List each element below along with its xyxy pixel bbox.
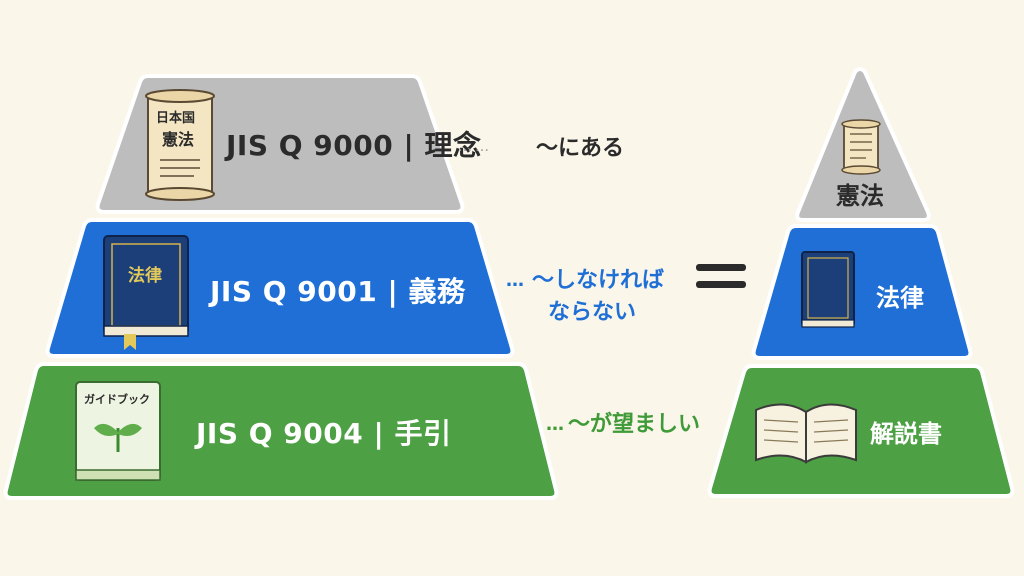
law-book-icon xyxy=(103,235,189,350)
middle-note-leader: … xyxy=(506,270,525,291)
top-note-leader: …… xyxy=(458,139,492,155)
right-middle-label: 法律 xyxy=(876,284,924,312)
scroll-icon xyxy=(841,119,881,175)
right-top-label: 憲法 xyxy=(836,182,884,210)
guidebook-icon xyxy=(75,381,161,481)
scroll-text-kenpo: 憲法 xyxy=(162,130,195,149)
guidebook-title: ガイドブック xyxy=(84,393,150,406)
bottom-note: 〜が望ましい xyxy=(568,412,701,437)
left-middle-label: JIS Q 9001 | 義務 xyxy=(210,275,466,308)
left-bottom-label: JIS Q 9004 | 手引 xyxy=(196,417,452,450)
book-icon xyxy=(801,251,855,328)
open-book-icon xyxy=(755,403,857,464)
constitution-scroll-icon xyxy=(145,89,215,201)
equals-sign-icon xyxy=(696,264,746,288)
scroll-text-nihonkoku: 日本国 xyxy=(156,111,196,126)
right-middle-layer xyxy=(751,224,973,360)
right-bottom-label: 解説書 xyxy=(870,420,942,448)
left-top-label: JIS Q 9000 | 理念 xyxy=(226,129,482,162)
top-note: 〜にある xyxy=(536,136,625,161)
middle-note-line1: 〜しなければ xyxy=(532,268,665,293)
bottom-note-leader: … xyxy=(546,414,565,435)
middle-note-line2: ならない xyxy=(548,300,637,325)
law-book-title: 法律 xyxy=(128,266,162,286)
right-bottom-layer xyxy=(707,364,1015,498)
